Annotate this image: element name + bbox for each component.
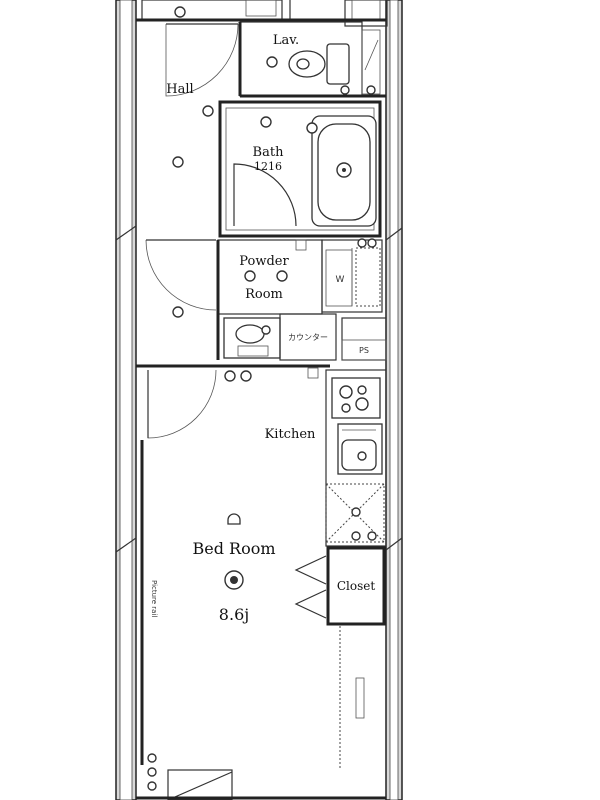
- toilet-icon: [288, 43, 350, 85]
- lavatory-room: Lav.: [238, 21, 386, 98]
- exterior-walls: [115, 0, 403, 800]
- kitchen-label: Kitchen: [265, 427, 316, 442]
- ceiling-light-icon: [244, 270, 256, 282]
- ceiling-light-icon: [266, 56, 278, 68]
- bath-label: Bath: [253, 145, 285, 160]
- top-partial: [136, 0, 388, 27]
- picture-rail-label: Picture rail: [150, 580, 158, 617]
- bath-size: 1216: [254, 160, 282, 173]
- counter-label: カウンター: [288, 333, 328, 342]
- closet-area: Closet: [294, 546, 386, 770]
- partition-wall: [136, 364, 330, 439]
- powder-room-label-line1: Powder: [239, 254, 289, 269]
- lavatory-label: Lav.: [273, 33, 299, 48]
- ceiling-light-icon: [276, 270, 288, 282]
- stove-icon: [331, 377, 381, 419]
- powder-room-label-line2: Room: [245, 287, 283, 302]
- powder-room: Powder Room W カウンター PS: [216, 238, 387, 361]
- closet-label: Closet: [337, 579, 376, 593]
- bed-room: Picture rail Bed Room 8.6j: [136, 440, 386, 800]
- washing-machine-icon: W: [321, 239, 383, 313]
- pipe-space-label: PS: [359, 346, 369, 355]
- ceiling-light-icon: [224, 570, 244, 590]
- ceiling-light-icon: [260, 116, 272, 128]
- kitchen-area: Kitchen: [265, 369, 387, 547]
- smoke-detector-icon: [227, 513, 241, 525]
- hall-label: Hall: [166, 82, 193, 97]
- washer-label: W: [336, 275, 345, 285]
- bath-room: Bath 1216: [218, 100, 382, 238]
- sink-icon: [223, 317, 281, 359]
- ceiling-light-icon: [172, 306, 184, 318]
- bathtub-icon: [311, 115, 377, 227]
- ceiling-light-icon: [202, 105, 214, 117]
- hall-area: Hall: [145, 23, 239, 318]
- ceiling-light-icon: [172, 156, 184, 168]
- bed-room-label: Bed Room: [192, 539, 275, 558]
- bed-room-area: 8.6j: [219, 605, 249, 624]
- kitchen-sink-icon: [337, 423, 383, 475]
